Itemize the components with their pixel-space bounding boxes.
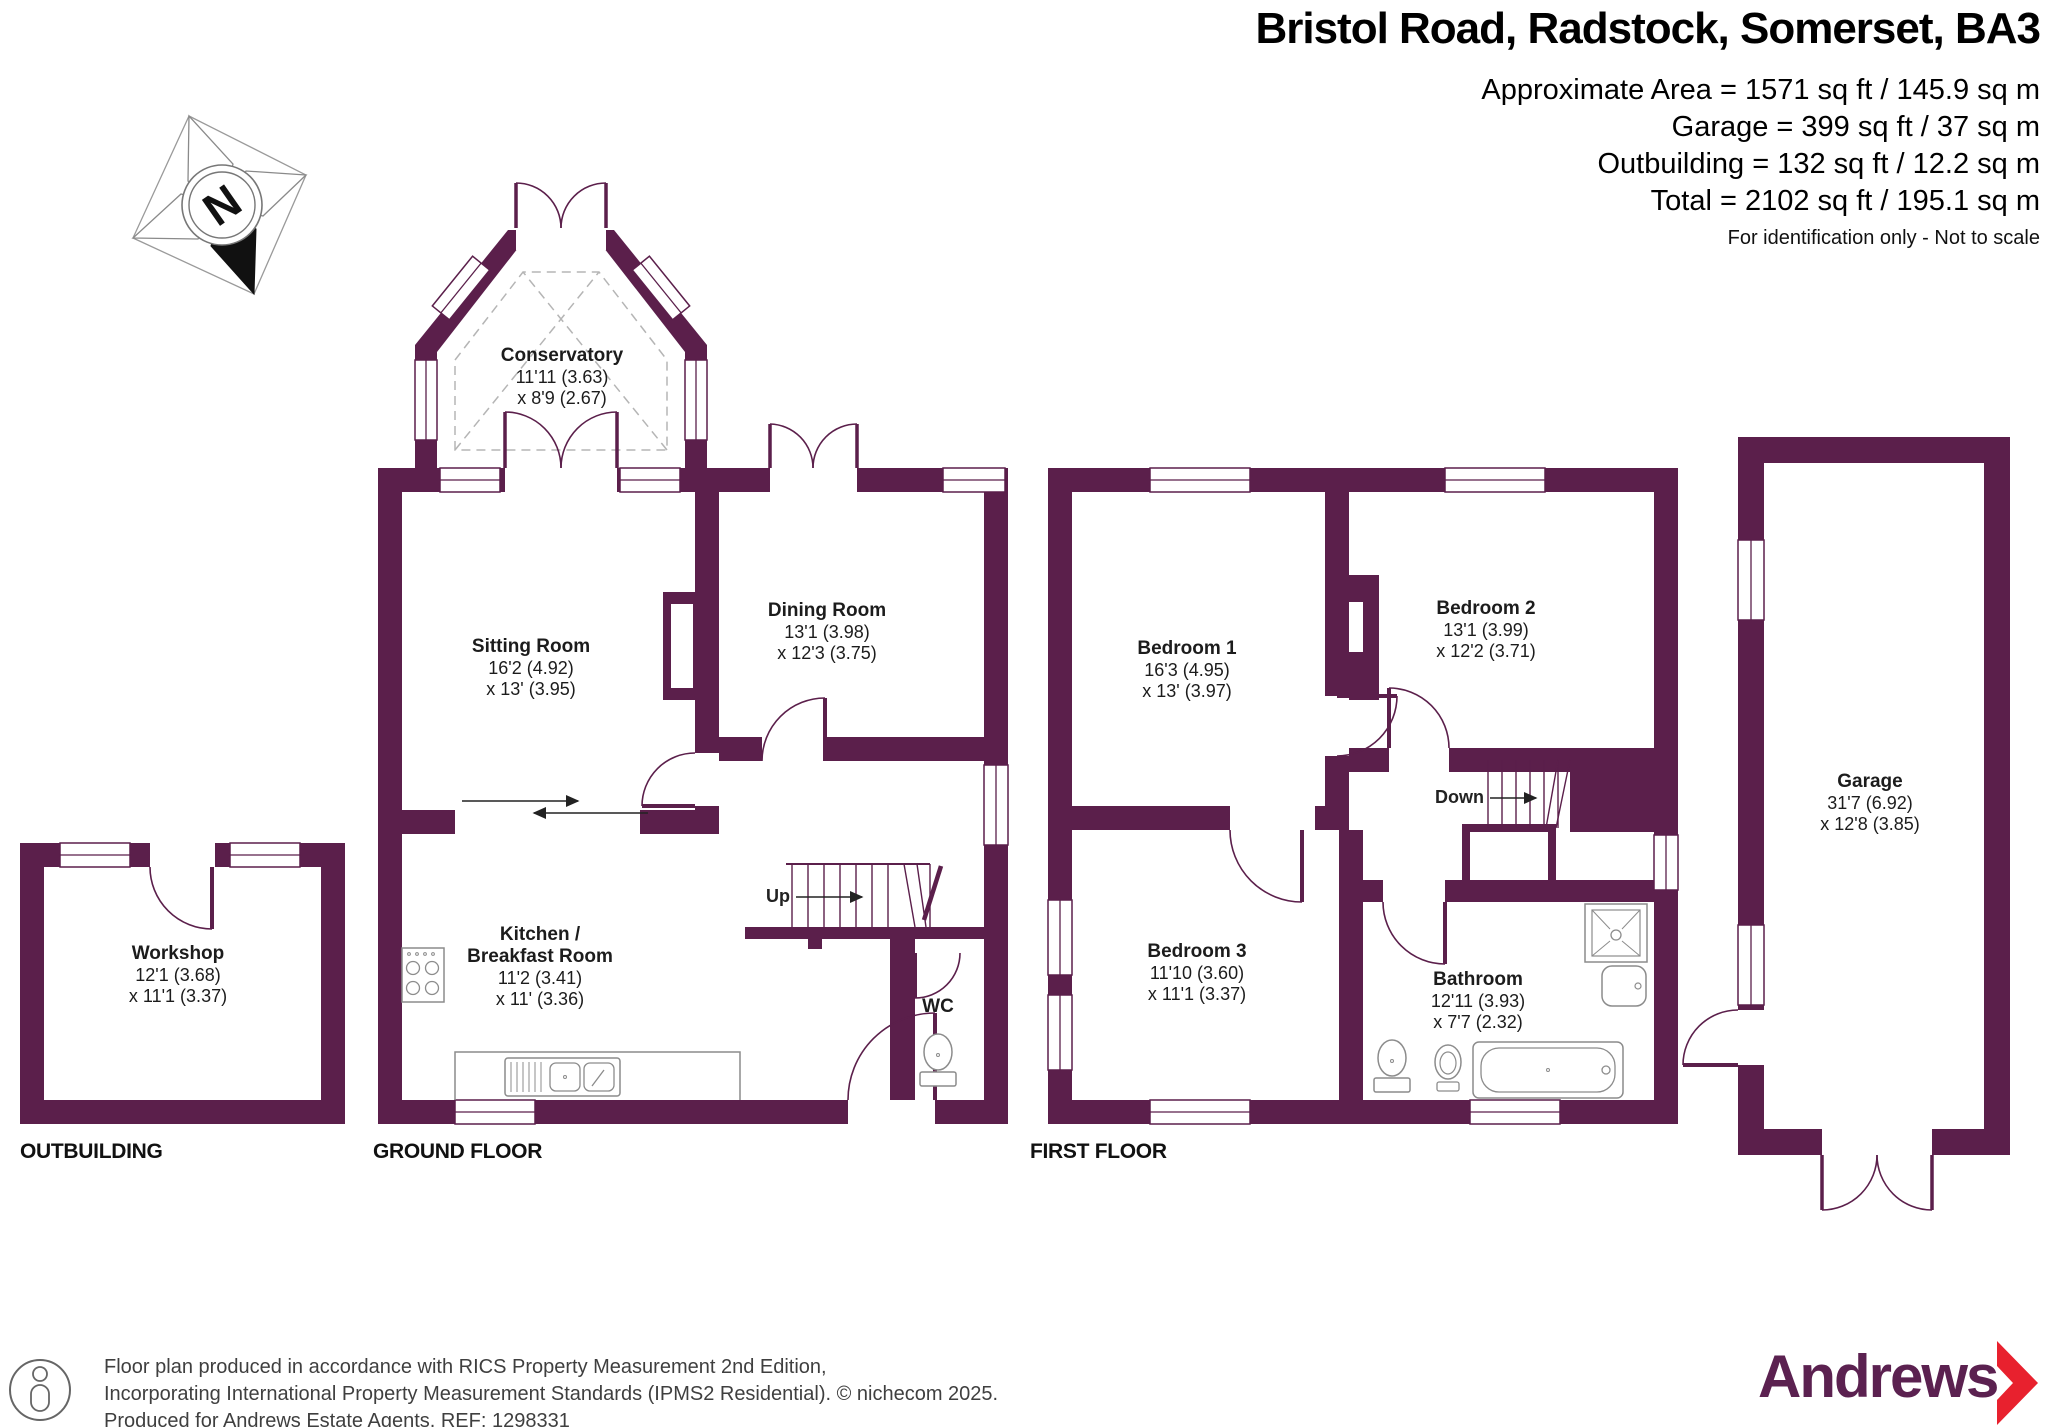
stair-void [1462,824,1556,888]
room-dim: x 13' (3.95) [486,678,576,699]
compass-icon: N [131,114,308,296]
room-dim: 11'2 (3.41) [497,968,583,989]
conservatory-roof-dashes [454,271,668,451]
room-label-bedroom1: Bedroom 1 16'3 (4.95) x 13' (3.97) [1137,638,1236,702]
room-name: Garage [1837,771,1903,792]
room-label-sitting-room: Sitting Room 16'2 (4.92) x 13' (3.95) [472,636,590,700]
ground-floor-windows [439,467,1009,1125]
garage-side-door [1682,1009,1739,1067]
header-block: Bristol Road, Radstock, Somerset, BA3 Ap… [1255,4,2041,250]
garage-windows [1737,539,1765,1006]
room-dim: 13'1 (3.98) [784,622,870,643]
open-plan-arrows [462,795,648,819]
room-label-dining-room: Dining Room 13'1 (3.98) x 12'3 (3.75) [768,600,886,664]
room-label-bathroom: Bathroom 12'11 (3.93) x 7'7 (2.32) [1431,969,1525,1033]
approximate-area-line: Approximate Area = 1571 sq ft / 145.9 sq… [1481,74,2040,107]
room-dim: 12'1 (3.68) [135,965,221,986]
conservatory-top-doors [514,182,608,229]
stairs-up-label: Up [766,886,790,906]
room-dim: x 12'8 (3.85) [1820,813,1920,834]
kitchen-sink-icon [454,1051,741,1100]
person-icon [9,1359,71,1421]
room-label-bedroom3: Bedroom 3 11'10 (3.60) x 11'1 (3.37) [1147,941,1246,1005]
disclaimer-text: For identification only - Not to scale [1727,227,2040,250]
room-dim: x 13' (3.97) [1142,680,1232,701]
room-dim: 12'11 (3.93) [1430,991,1526,1012]
stairs-down-label: Down [1435,787,1484,807]
garage-area-line: Garage = 399 sq ft / 37 sq m [1671,111,2040,144]
room-dim: x 12'3 (3.75) [777,642,877,663]
conservatory-diagonal-window-left [431,255,491,321]
caption-first-floor: FIRST FLOOR [1030,1140,1167,1163]
conservatory-side-windows [414,359,708,441]
outbuilding-windows [59,842,301,868]
room-name: Bedroom 3 [1147,941,1247,962]
room-name: Bedroom 1 [1137,638,1237,659]
caption-outbuilding: OUTBUILDING [20,1140,163,1163]
dining-garden-doors [768,423,859,469]
room-name: Kitchen / [499,924,581,945]
bathroom-toilet-icon [1373,1039,1411,1093]
garage-double-doors [1820,1154,1934,1211]
ground-floor-plan [378,411,1009,1125]
room-dim: x 8'9 (2.67) [517,387,607,408]
stairs-up [786,863,931,928]
stairs-down [1487,759,1571,829]
bathroom-bidet-icon [1434,1044,1462,1092]
room-dim: 16'3 (4.95) [1144,660,1230,681]
room-name: WC [922,996,954,1017]
room-dim: x 12'2 (3.71) [1436,640,1536,661]
wc-toilet-icon [919,1033,957,1087]
room-dim: 31'7 (6.92) [1827,793,1913,814]
room-name: Conservatory [500,345,624,366]
footer-block: Floor plan produced in accordance with R… [104,1354,998,1427]
outbuilding-door [149,866,214,930]
room-label-garage: Garage 31'7 (6.92) x 12'8 (3.85) [1820,771,1920,835]
room-dim: x 7'7 (2.32) [1433,1011,1523,1032]
conservatory-inner-doors [503,411,619,469]
room-dim: x 11' (3.36) [495,988,585,1009]
room-label-bedroom2: Bedroom 2 13'1 (3.99) x 12'2 (3.71) [1436,598,1536,662]
first-floor-plan [1047,467,1679,1125]
first-floor-windows [1047,467,1679,1125]
room-dim: x 11'1 (3.37) [128,985,228,1006]
room-name: Bathroom [1433,969,1523,990]
room-dim: 11'11 (3.63) [515,367,609,388]
room-label-conservatory: Conservatory 11'11 (3.63) x 8'9 (2.67) [501,345,624,409]
room-name: Sitting Room [471,636,591,657]
conservatory-diagonal-window-right [631,255,691,321]
room-dim: 16'2 (4.92) [488,658,574,679]
outbuilding-area-line: Outbuilding = 132 sq ft / 12.2 sq m [1597,148,2040,181]
room-name: Workshop [131,943,225,964]
room-name: Bedroom 2 [1436,598,1536,619]
footer-line3: Produced for Andrews Estate Agents. REF:… [104,1410,570,1427]
conservatory-plan [414,182,708,470]
caption-ground-floor: GROUND FLOOR [373,1140,543,1163]
total-area-line: Total = 2102 sq ft / 195.1 sq m [1650,185,2040,218]
room-dim: x 11'1 (3.37) [1147,983,1247,1004]
room-name: Breakfast Room [467,946,613,968]
room-label-wc: WC [922,996,954,1018]
shower-icon [1584,903,1648,963]
footer-line2: Incorporating International Property Mea… [104,1383,999,1405]
stove-icon [401,947,445,1003]
footer-line1: Floor plan produced in accordance with R… [104,1356,827,1378]
room-name: Dining Room [767,600,887,621]
room-label-kitchen: Kitchen / Breakfast Room 11'2 (3.41) x 1… [467,924,613,1010]
outbuilding-plan [20,842,345,1124]
bathroom-sink-icon [1601,965,1647,1007]
page-title: Bristol Road, Radstock, Somerset, BA3 [1255,4,2041,53]
bath-icon [1472,1041,1624,1099]
room-dim: 11'10 (3.60) [1149,963,1245,984]
first-floor-doors [1229,687,1450,965]
room-dim: 13'1 (3.99) [1443,620,1529,641]
room-label-workshop: Workshop 12'1 (3.68) x 11'1 (3.37) [129,943,227,1007]
garage-plan [1682,437,2010,1211]
andrews-arrow-icon [1997,1341,2038,1425]
andrews-logo-text: Andrews [1758,1343,1999,1410]
